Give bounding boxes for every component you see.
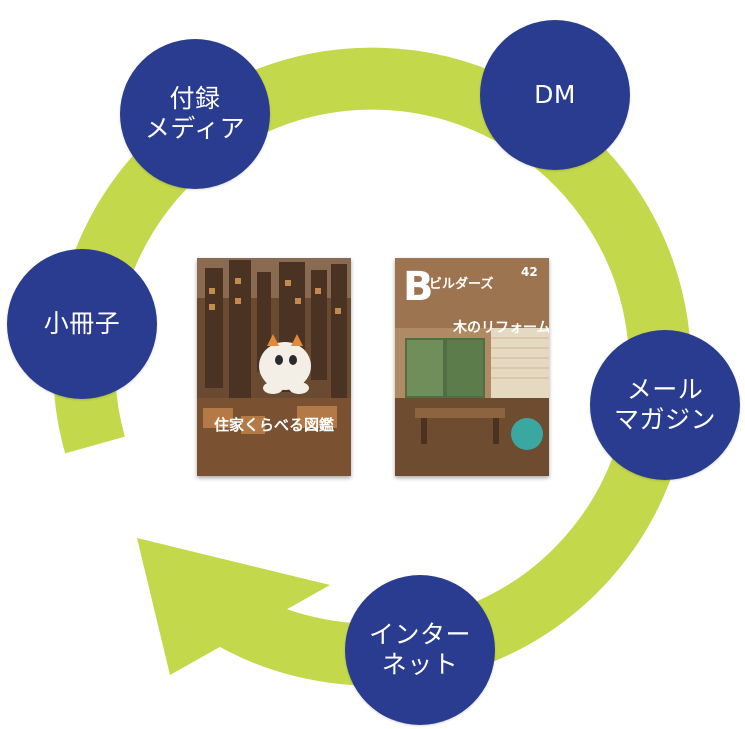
node-booklet: 小冊子: [7, 249, 157, 399]
node-mail-magazine-label: メール マガジン: [613, 375, 716, 434]
magazine-cover-right-art: B ビルダーズ 42 木のリフォーム: [395, 258, 549, 476]
magazine-cover-right-brand: ビルダーズ: [429, 276, 493, 292]
magazine-cover-right-issue: 42: [521, 265, 538, 279]
node-dm: DM: [480, 20, 630, 170]
node-mail-magazine: メール マガジン: [590, 330, 740, 480]
magazine-cover-left: 住家くらべる図鑑: [197, 258, 351, 476]
magazine-cover-left-art: 住家くらべる図鑑: [197, 258, 351, 476]
node-furoku-media: 付録 メディア: [120, 39, 270, 189]
cycle-arrow-head: [137, 538, 330, 675]
node-booklet-label: 小冊子: [43, 309, 121, 338]
node-dm-label: DM: [534, 80, 576, 109]
node-internet-label: インター ネット: [368, 620, 471, 679]
magazine-cover-left-title: 住家くらべる図鑑: [214, 416, 334, 434]
magazine-cover-right: B ビルダーズ 42 木のリフォーム: [395, 258, 549, 476]
magazine-cover-right-logo: B: [403, 264, 434, 310]
magazine-cover-right-headline: 木のリフォーム: [452, 319, 549, 336]
node-furoku-media-label: 付録 メディア: [144, 84, 246, 143]
node-internet: インター ネット: [345, 575, 495, 725]
